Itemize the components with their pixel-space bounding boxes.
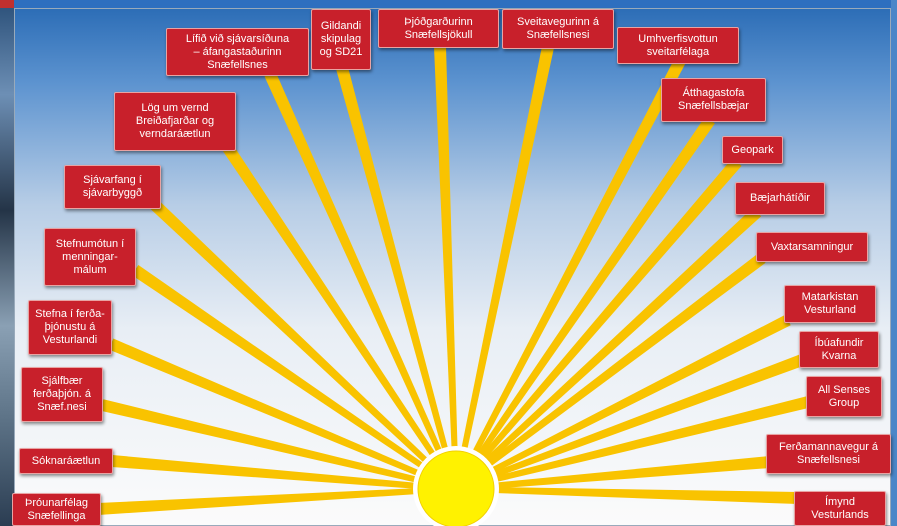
ray-imynd: [497, 487, 799, 504]
ray-geopark: [481, 158, 742, 460]
box-sjavarfang: Sjávarfang í sjávarbyggð: [64, 165, 161, 209]
box-matarkistan: Matarkistan Vesturland: [784, 285, 876, 323]
ray-log-um-vernd: [223, 144, 436, 456]
box-ferdamannavegur: Ferðamannavegur á Snæfellsnesi: [766, 434, 891, 474]
ray-lifid: [264, 71, 442, 452]
ray-umhverfisvottun: [472, 58, 686, 454]
window-right-edge: [891, 0, 897, 526]
ray-throunarfelag: [97, 488, 415, 515]
box-geopark: Geopark: [722, 136, 783, 164]
box-baejarhatidir: Bæjarhátíðir: [735, 182, 825, 215]
ray-atthagastofa: [477, 116, 715, 457]
box-umhverfisvottun: Umhverfisvottun sveitarfélaga: [617, 27, 739, 64]
ray-stefnumotun: [131, 265, 423, 468]
ray-soknaraaetlun: [111, 455, 415, 489]
ray-ibuafundir: [494, 354, 805, 478]
ray-sjalfbaer: [100, 399, 416, 483]
ray-matarkistan: [492, 314, 791, 473]
ray-all-senses: [496, 396, 810, 482]
ray-stefna-ferda: [108, 338, 419, 476]
box-sveitavegurinn: Sveitavegurinn á Snæfellsnesi: [502, 9, 614, 49]
ray-sjavarfang: [150, 200, 428, 463]
box-all-senses: All Senses Group: [806, 376, 882, 417]
box-ibuafundir: Íbúafundir Kvarna: [799, 331, 879, 368]
background-photo-strip: [0, 0, 14, 526]
sun-circle: [417, 450, 495, 526]
box-gildandi: Gildandi skipulag og SD21: [311, 9, 371, 70]
box-log-um-vernd: Lög um vernd Breiðafjarðar og verndaráæt…: [114, 92, 236, 151]
box-throunarfelag: Þróunarfélag Snæfellinga: [12, 493, 101, 526]
box-stefna-ferda: Stefna í ferða- þjónustu á Vesturlandi: [28, 300, 112, 355]
box-atthagastofa: Átthagastofa Snæfellsbæjar: [661, 78, 766, 122]
box-imynd: Ímynd Vesturlands: [794, 491, 886, 526]
ray-vaxtarsamningur: [487, 253, 766, 467]
ray-gildandi: [336, 66, 448, 450]
box-vaxtarsamningur: Vaxtarsamningur: [756, 232, 868, 262]
window-top-strip: [0, 0, 897, 8]
ray-baejarhatidir: [484, 207, 762, 463]
ray-thjodgardurinn: [434, 46, 458, 448]
ray-ferdamannavegur: [497, 456, 771, 489]
window-corner-accent: [0, 0, 14, 8]
box-thjodgardurinn: Þjóðgarðurinn Snæfellsjökull: [378, 9, 499, 48]
box-lifid: Lífið við sjávarsíðuna – áfangastaðurinn…: [166, 28, 309, 76]
ray-sveitavegurinn: [461, 45, 554, 449]
box-sjalfbaer: Sjálfbær ferðaþjón. á Snæf.nesi: [21, 367, 103, 422]
box-soknaraaetlun: Sóknaráætlun: [19, 448, 113, 474]
box-stefnumotun: Stefnumótun í menningar- málum: [44, 228, 136, 286]
